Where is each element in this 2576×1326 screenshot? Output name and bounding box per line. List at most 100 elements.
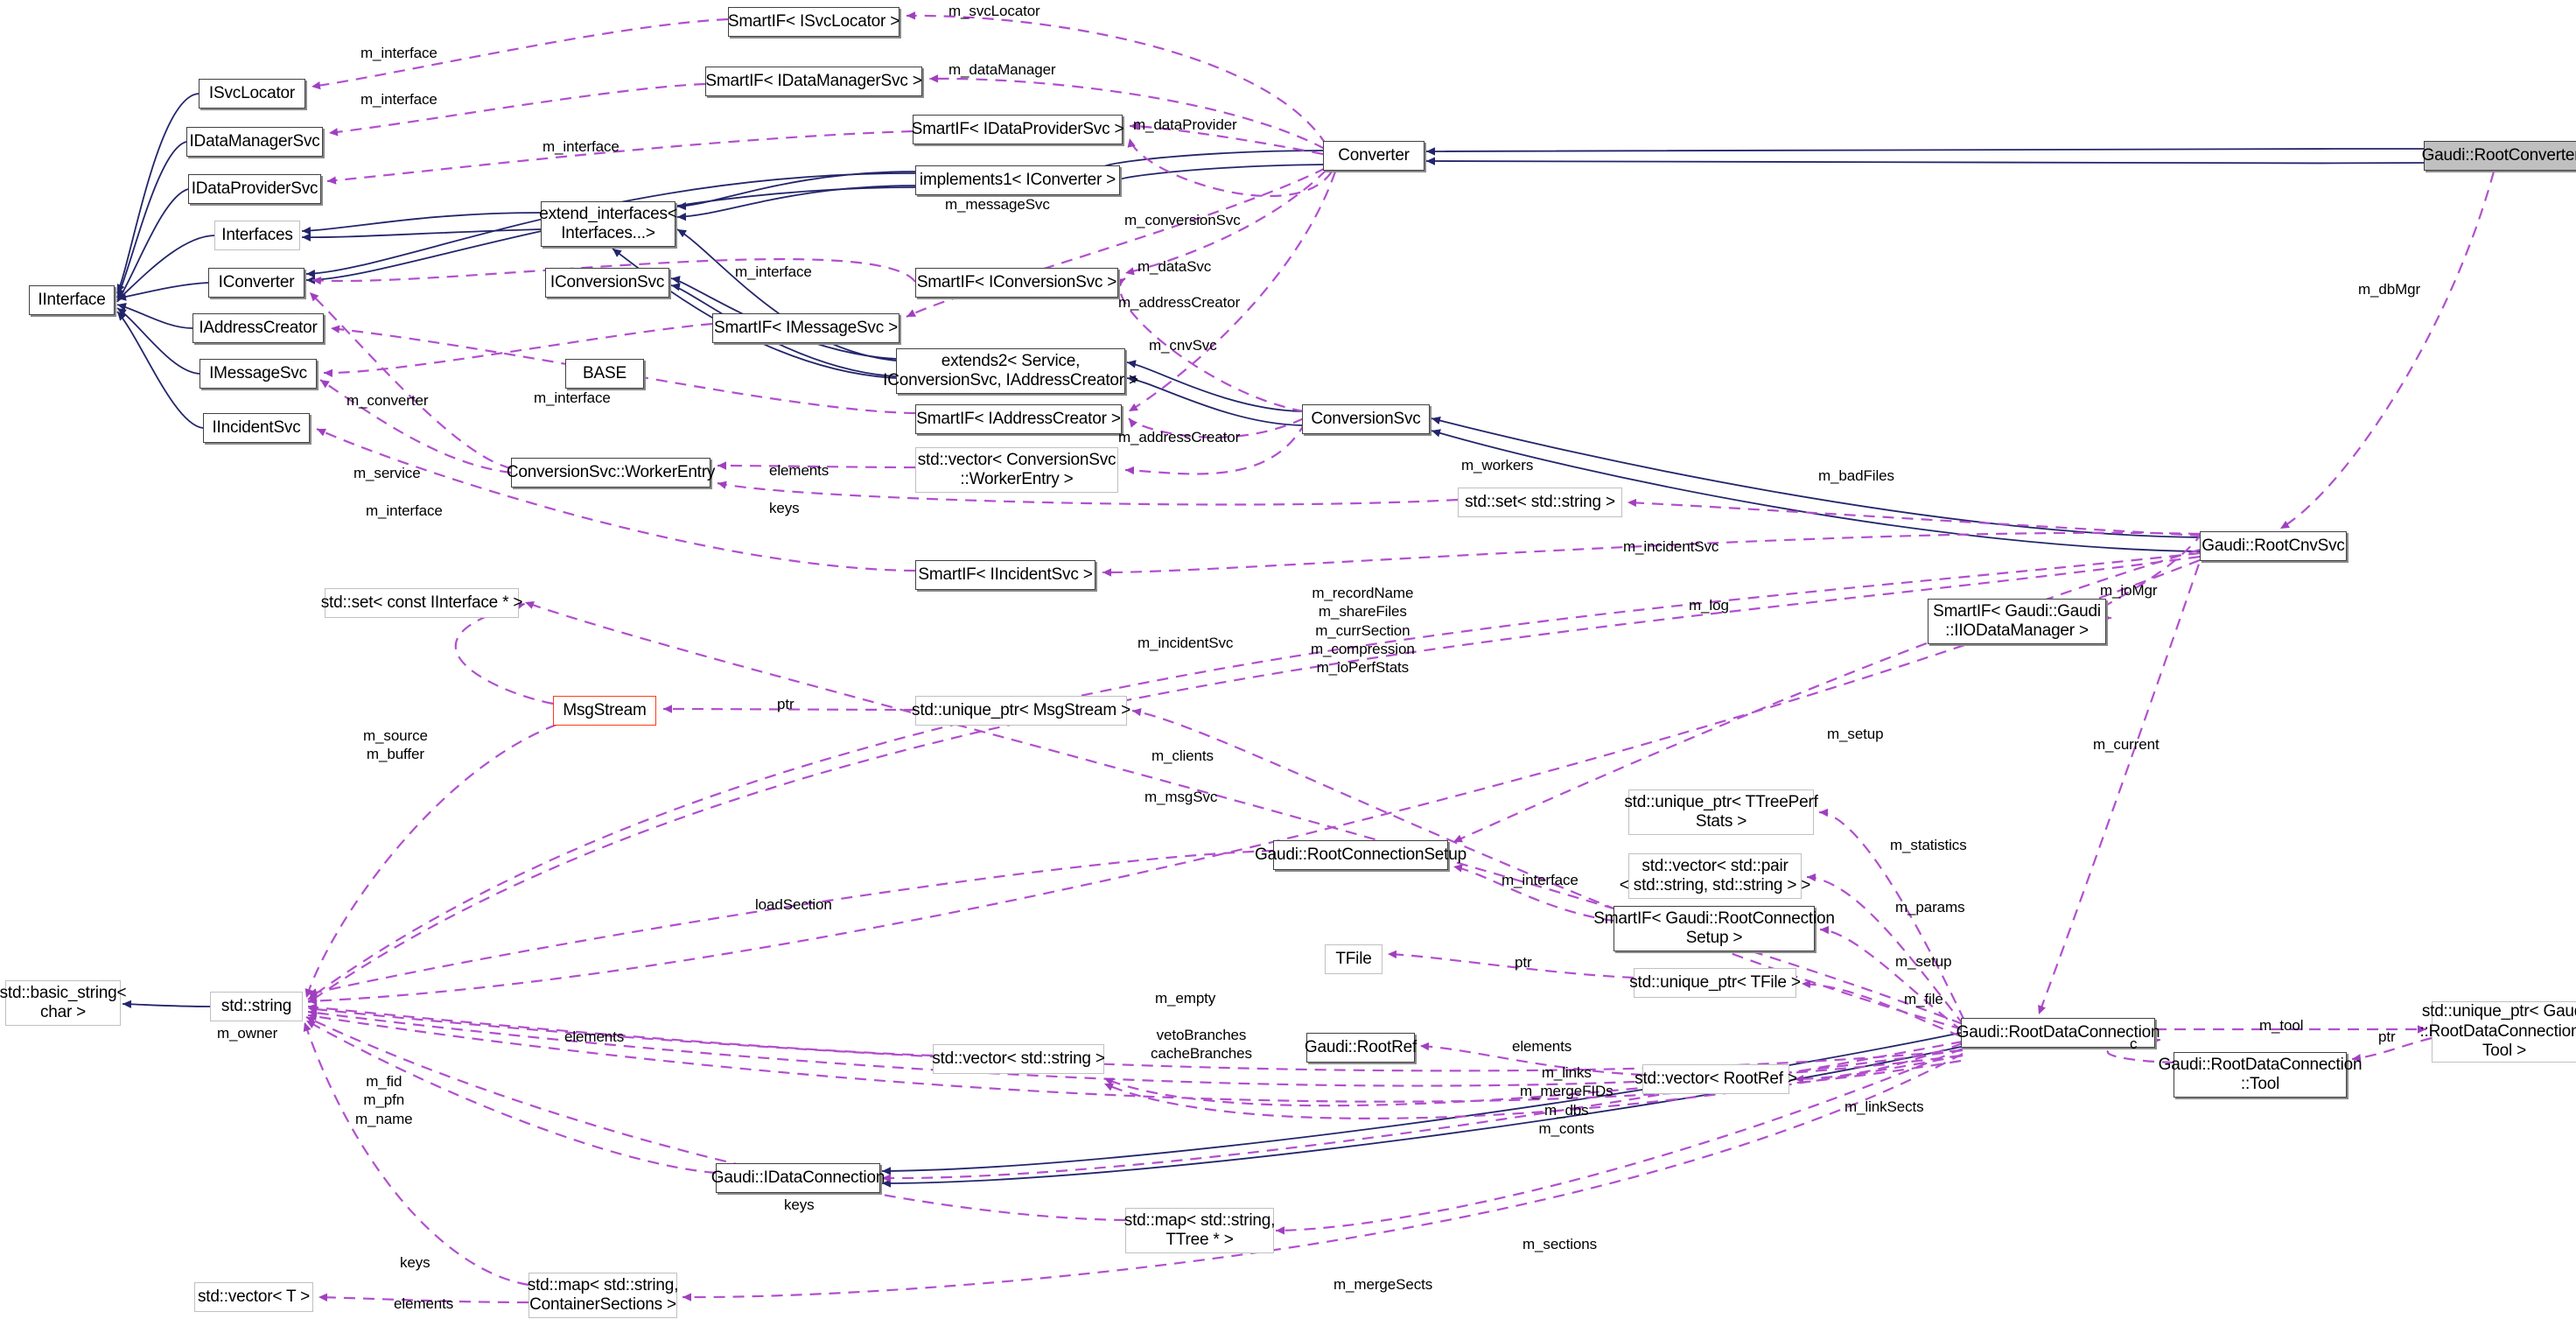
class-node-smartif_idatamanagersvc[interactable]: SmartIF< IDataManagerSvc >: [705, 67, 922, 96]
class-node-iconverter[interactable]: IConverter: [208, 268, 304, 298]
edge-label-datamanager: m_dataManager: [948, 61, 1056, 78]
class-node-std_string[interactable]: std::string: [210, 992, 303, 1021]
class-node-implements1_iconverter[interactable]: implements1< IConverter >: [915, 165, 1120, 195]
edge-label-log: m_log: [1689, 597, 1729, 614]
edge-label-empty: m_empty: [1155, 990, 1216, 1007]
edge-label-svclocator: m_svcLocator: [948, 3, 1040, 19]
class-node-gaudi_rootdataconnection[interactable]: Gaudi::RootDataConnection: [1956, 1018, 2160, 1048]
edge-label-elements_2: elements: [564, 1028, 625, 1045]
class-node-interfaces[interactable]: Interfaces: [214, 221, 300, 250]
edge-label-incidentsvc_1: m_incidentSvc: [1623, 538, 1719, 555]
edge-label-interface_2: m_interface: [360, 91, 438, 108]
edge-label-params: m_params: [1895, 899, 1965, 916]
class-node-iconversionsvc[interactable]: IConversionSvc: [545, 268, 669, 298]
edge-label-interface_4: m_interface: [735, 263, 812, 280]
class-node-map_string_containersections[interactable]: std::map< std::string, ContainerSections…: [528, 1273, 678, 1318]
edge-label-tool: m_tool: [2259, 1017, 2304, 1034]
class-node-gaudi_idataconnection[interactable]: Gaudi::IDataConnection: [711, 1163, 885, 1193]
edge-label-conversionsvc: m_conversionSvc: [1124, 212, 1241, 228]
class-node-isvclocator[interactable]: ISvcLocator: [199, 79, 305, 109]
class-node-map_string_ttree[interactable]: std::map< std::string, TTree * >: [1124, 1208, 1275, 1253]
class-node-conversionsvc[interactable]: ConversionSvc: [1302, 404, 1430, 434]
class-node-unique_ptr_ttreeperfstats[interactable]: std::unique_ptr< TTreePerf Stats >: [1624, 789, 1818, 835]
class-node-msgstream[interactable]: MsgStream: [553, 696, 656, 726]
edge-label-loadsection: loadSection: [755, 896, 832, 913]
class-node-base[interactable]: BASE: [565, 359, 644, 389]
class-node-iinterface[interactable]: IInterface: [29, 285, 115, 315]
edge-label-datasvc: m_dataSvc: [1138, 258, 1212, 275]
edge-label-fid_group: m_fid m_pfn m_name: [355, 1073, 413, 1127]
class-node-gaudi_rootconnectionsetup[interactable]: Gaudi::RootConnectionSetup: [1255, 840, 1466, 870]
class-node-smartif_rootconnsetup[interactable]: SmartIF< Gaudi::RootConnection Setup >: [1593, 906, 1835, 951]
edge-label-service: m_service: [354, 465, 421, 481]
class-node-vector_string[interactable]: std::vector< std::string >: [932, 1044, 1105, 1074]
class-node-smartif_imessagesvc[interactable]: SmartIF< IMessageSvc >: [712, 313, 900, 343]
edge-label-interface_5: m_interface: [534, 389, 611, 406]
edge-label-elements_3: elements: [1512, 1038, 1572, 1055]
edge-label-mergesects: m_mergeSects: [1334, 1276, 1433, 1293]
edge-label-addresscreator1: m_addressCreator: [1118, 294, 1241, 311]
class-node-idataprovidersvc[interactable]: IDataProviderSvc: [188, 174, 321, 204]
edge-label-badfiles: m_badFiles: [1818, 467, 1894, 484]
class-node-vector_t[interactable]: std::vector< T >: [194, 1282, 313, 1312]
edge-label-linksects: m_linkSects: [1844, 1098, 1924, 1115]
edge-label-iomgr: m_ioMgr: [2100, 582, 2158, 599]
edge-label-c: c: [2130, 1035, 2138, 1052]
class-node-smartif_iiodatamanager[interactable]: SmartIF< Gaudi::Gaudi ::IIODataManager >: [1928, 599, 2106, 644]
edge-label-dataprovider: m_dataProvider: [1133, 116, 1237, 133]
class-node-tfile[interactable]: TFile: [1325, 944, 1382, 974]
edge-label-messagesvc: m_messageSvc: [945, 196, 1050, 213]
edge-label-recordname: m_recordName m_shareFiles m_currSection …: [1311, 585, 1415, 676]
class-node-vector_rootref[interactable]: std::vector< RootRef >: [1634, 1064, 1797, 1094]
edge-label-keys_2: keys: [784, 1196, 815, 1213]
edge-label-links_group: m_links m_mergeFIDs m_dbs m_conts: [1520, 1064, 1614, 1137]
edge-label-cnvsvc: m_cnvSvc: [1149, 337, 1217, 354]
class-node-smartif_isvclocator[interactable]: SmartIF< ISvcLocator >: [728, 7, 900, 37]
edge-label-elements_1: elements: [769, 462, 830, 479]
class-node-smartif_iconversionsvc[interactable]: SmartIF< IConversionSvc >: [915, 268, 1118, 298]
class-node-basic_string_char[interactable]: std::basic_string< char >: [0, 980, 127, 1026]
class-node-imessagesvc[interactable]: IMessageSvc: [200, 359, 317, 389]
class-node-conversionsvc_workerentry[interactable]: ConversionSvc::WorkerEntry: [507, 458, 715, 488]
class-node-extend_interfaces[interactable]: extend_interfaces< Interfaces...>: [539, 201, 677, 247]
edge-label-clients: m_clients: [1152, 747, 1214, 764]
edge-label-vetobranches: vetoBranches cacheBranches: [1151, 1027, 1252, 1063]
class-node-iincidentsvc[interactable]: IIncidentSvc: [203, 413, 310, 443]
edge-label-converter: m_converter: [346, 392, 429, 409]
class-node-gaudi_rootcnvsvc[interactable]: Gaudi::RootCnvSvc: [2200, 531, 2347, 561]
class-node-idatamanagersvc[interactable]: IDataManagerSvc: [186, 127, 323, 157]
class-node-vector_pair_string[interactable]: std::vector< std::pair < std::string, st…: [1620, 853, 1810, 899]
class-node-set_const_iinterface[interactable]: std::set< const IInterface * >: [321, 588, 522, 618]
edge-label-interface_1: m_interface: [360, 45, 438, 61]
edge-label-interface_3: m_interface: [542, 138, 620, 155]
edge-label-interface_6: m_interface: [366, 502, 443, 519]
class-node-extends2[interactable]: extends2< Service, IConversionSvc, IAddr…: [883, 348, 1138, 394]
edge-label-statistics: m_statistics: [1890, 837, 1967, 853]
edge-label-file: m_file: [1904, 991, 1943, 1007]
class-node-smartif_iincidentsvc[interactable]: SmartIF< IIncidentSvc >: [915, 560, 1096, 590]
class-node-unique_ptr_rdc_tool[interactable]: std::unique_ptr< Gaudi ::RootDataConnect…: [2419, 1001, 2576, 1063]
edge-label-elements_4: elements: [394, 1295, 454, 1312]
edge-label-ptr_1: ptr: [777, 696, 794, 712]
edge-label-keys_1: keys: [769, 500, 800, 516]
class-node-smartif_iaddresscreator[interactable]: SmartIF< IAddressCreator >: [915, 404, 1122, 434]
class-node-set_string[interactable]: std::set< std::string >: [1458, 488, 1622, 517]
edge-label-ptr_2: ptr: [1515, 954, 1532, 971]
edge-label-owner: m_owner: [217, 1025, 278, 1042]
edge-label-workers: m_workers: [1461, 457, 1534, 474]
edge-label-keys_3: keys: [400, 1254, 430, 1271]
class-node-converter[interactable]: Converter: [1323, 141, 1424, 171]
edge-label-ptr_3: ptr: [2378, 1028, 2396, 1045]
class-node-vector_workerentry[interactable]: std::vector< ConversionSvc ::WorkerEntry…: [915, 447, 1118, 493]
edge-label-current: m_current: [2093, 736, 2160, 753]
edge-label-setup_1: m_setup: [1827, 726, 1884, 742]
class-node-gaudi_rootref[interactable]: Gaudi::RootRef: [1305, 1033, 1417, 1063]
class-node-iaddresscreator[interactable]: IAddressCreator: [192, 313, 324, 343]
edge-label-msgsvc: m_msgSvc: [1144, 789, 1218, 805]
class-node-unique_ptr_tfile[interactable]: std::unique_ptr< TFile >: [1629, 968, 1801, 998]
edge-label-addresscreator2: m_addressCreator: [1118, 429, 1241, 446]
class-node-unique_ptr_msgstream[interactable]: std::unique_ptr< MsgStream >: [912, 696, 1130, 726]
class-node-rdc_tool[interactable]: Gaudi::RootDataConnection ::Tool: [2159, 1052, 2362, 1098]
class-node-gaudi_rootconverter[interactable]: Gaudi::RootConverter: [2422, 141, 2576, 171]
class-node-smartif_idataprovidersvc[interactable]: SmartIF< IDataProviderSvc >: [912, 115, 1124, 144]
